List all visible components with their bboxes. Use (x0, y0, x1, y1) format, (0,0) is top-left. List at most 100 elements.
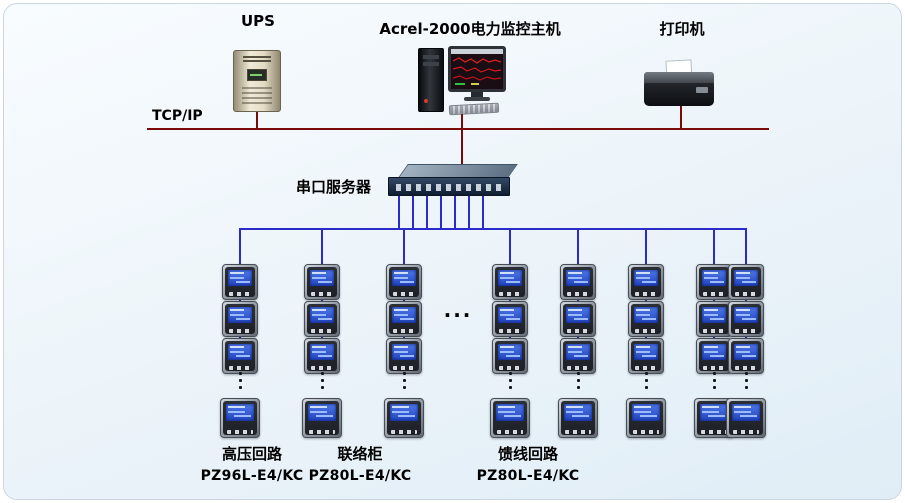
meter-buttons (733, 430, 759, 434)
column-ellipsis (642, 368, 650, 389)
power-meter (628, 338, 664, 374)
group-name: 联络柜 (337, 445, 383, 463)
column-ellipsis (400, 368, 408, 389)
group-model: PZ80L-E4/KC (476, 468, 580, 484)
power-meter (696, 264, 732, 300)
tcpip-bus-line (147, 128, 769, 130)
meter-buttons (229, 366, 251, 370)
meter-screen (496, 404, 524, 422)
meter-buttons (565, 430, 591, 434)
serial-server-device (386, 164, 518, 204)
column-ellipsis (574, 368, 582, 389)
power-meter (560, 301, 596, 337)
meter-screen (392, 307, 416, 323)
meter-buttons (393, 292, 415, 296)
meter-screen (308, 404, 336, 422)
power-meter (386, 264, 422, 300)
more-columns-ellipsis: ... (443, 298, 473, 322)
meter-screen (228, 307, 252, 323)
meter-buttons (497, 430, 523, 434)
monitor-base (464, 97, 490, 101)
meter-screen (566, 270, 590, 286)
printer-drop-line (680, 106, 682, 130)
power-meter (302, 398, 342, 438)
meter-screen (566, 307, 590, 323)
power-meter (384, 398, 424, 438)
server-downlink-line (440, 196, 442, 230)
server-downlink-line (482, 196, 484, 230)
meter-buttons (391, 430, 417, 434)
power-meter (492, 264, 528, 300)
meter-buttons (635, 329, 657, 333)
serial-server-front-ports (388, 177, 510, 196)
power-meter (560, 338, 596, 374)
ups-display (247, 69, 267, 81)
meter-buttons (393, 366, 415, 370)
serial-server-label: 串口服务器 (296, 178, 372, 196)
meter-screen (228, 270, 252, 286)
ups-label: UPS (241, 12, 275, 30)
meter-screen (390, 404, 418, 422)
power-meter (386, 338, 422, 374)
power-meter (558, 398, 598, 438)
meter-screen (226, 404, 254, 422)
meter-screen (392, 344, 416, 360)
power-meter (222, 301, 258, 337)
ups-device (233, 50, 281, 112)
host-label: Acrel-2000电力监控主机 (379, 20, 561, 38)
meter-buttons (703, 329, 725, 333)
column-ellipsis (318, 368, 326, 389)
group-model: PZ80L-E4/KC (308, 468, 412, 484)
group-high-voltage: 高压回路 PZ96L-E4/KC (194, 444, 310, 484)
meter-screen (228, 344, 252, 360)
server-downlink-line (426, 196, 428, 230)
meter-screen (310, 344, 334, 360)
meter-screen (702, 270, 726, 286)
meter-screen (732, 404, 760, 422)
meter-buttons (311, 329, 333, 333)
group-name: 高压回路 (221, 445, 282, 463)
meter-screen (632, 404, 660, 422)
meter-screen (702, 307, 726, 323)
server-downlink-line (412, 196, 414, 230)
meter-buttons (703, 366, 725, 370)
computer-tower (418, 48, 444, 112)
meter-screen (634, 270, 658, 286)
power-meter (728, 264, 764, 300)
meter-buttons (227, 430, 253, 434)
group-name: 馈线回路 (497, 445, 558, 463)
power-meter (696, 301, 732, 337)
meter-screen (310, 307, 334, 323)
power-meter (728, 301, 764, 337)
meter-buttons (311, 292, 333, 296)
column-ellipsis (742, 368, 750, 389)
meter-buttons (633, 430, 659, 434)
power-meter (492, 301, 528, 337)
power-meter (560, 264, 596, 300)
meter-screen (498, 307, 522, 323)
computer-monitor (448, 46, 506, 92)
meter-screen (498, 270, 522, 286)
server-downlink-line (468, 196, 470, 230)
power-meter (628, 264, 664, 300)
group-tie-cabinet: 联络柜 PZ80L-E4/KC (300, 444, 420, 484)
meter-buttons (229, 329, 251, 333)
meter-screen (734, 344, 758, 360)
printer-label: 打印机 (659, 20, 705, 38)
power-meter (386, 301, 422, 337)
meter-buttons (499, 292, 521, 296)
power-meter (304, 301, 340, 337)
column-ellipsis (236, 368, 244, 389)
ups-drop-line (256, 112, 258, 130)
ups-grill (242, 87, 272, 107)
meter-buttons (309, 430, 335, 434)
meter-screen (634, 307, 658, 323)
power-meter (628, 301, 664, 337)
meter-buttons (703, 292, 725, 296)
meter-screen (634, 344, 658, 360)
meter-buttons (499, 329, 521, 333)
meter-buttons (701, 430, 727, 434)
meter-buttons (229, 292, 251, 296)
